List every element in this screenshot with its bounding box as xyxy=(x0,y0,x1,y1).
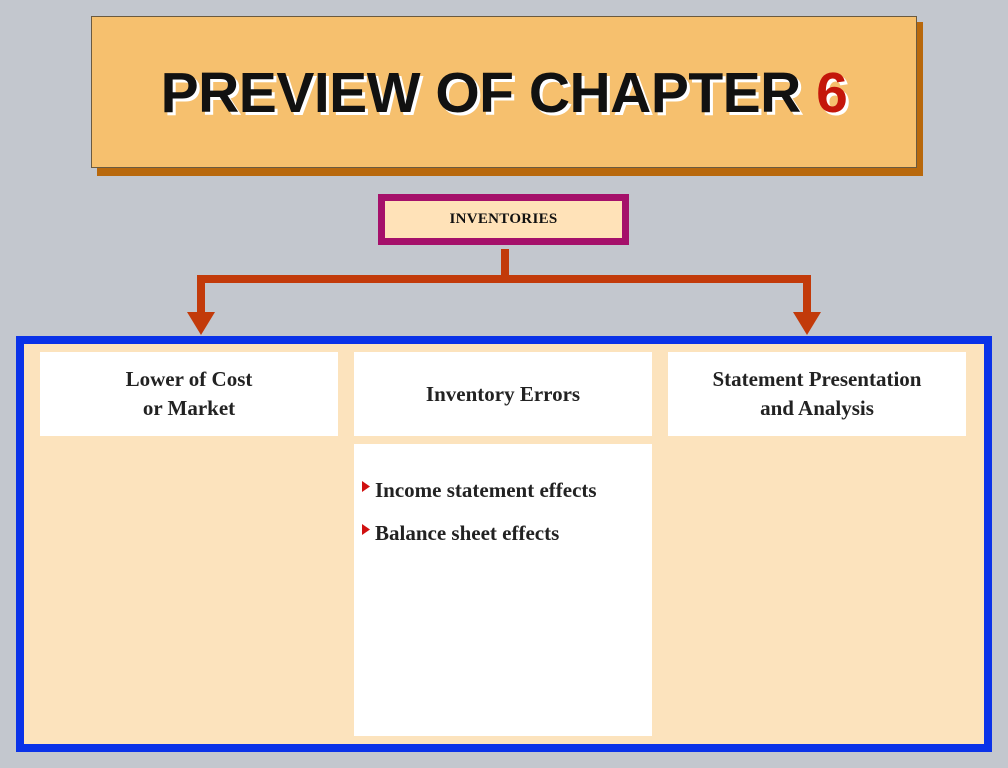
connector-bar xyxy=(197,275,810,283)
triangle-bullet-icon xyxy=(362,521,375,535)
column-header-line: Inventory Errors xyxy=(425,381,581,406)
page-title: PREVIEW OF CHAPTER 6 xyxy=(161,60,848,126)
list-item-text: Balance sheet effects xyxy=(375,521,560,545)
root-node-label: INVENTORIES xyxy=(449,211,558,227)
chapter-number: 6 xyxy=(816,61,848,125)
column-header-line: and Analysis xyxy=(760,396,874,420)
list-item: Income statement effects xyxy=(362,478,597,521)
column-header-line: Lower of Cost xyxy=(125,367,253,391)
column-header-line: or Market xyxy=(142,396,236,420)
title-banner: PREVIEW OF CHAPTER 6 xyxy=(91,16,917,168)
list-item-text: Income statement effects xyxy=(375,478,597,502)
connector-lines xyxy=(187,249,821,335)
column-header-lower-of-cost: Lower of Cost or Market xyxy=(40,352,338,436)
arrow-down-icon xyxy=(187,312,215,335)
triangle-bullet-icon xyxy=(362,478,375,492)
connector-left-drop xyxy=(197,275,205,315)
root-node: INVENTORIES xyxy=(378,194,629,245)
bullet-list: Income statement effects Balance sheet e… xyxy=(362,478,597,564)
topics-panel: Lower of Cost or Market Inventory Errors… xyxy=(16,336,992,752)
column-header-inventory-errors: Inventory Errors xyxy=(354,352,652,436)
title-text: PREVIEW OF CHAPTER xyxy=(160,61,817,125)
column-header-statement-presentation: Statement Presentation and Analysis xyxy=(668,352,966,436)
list-item: Balance sheet effects xyxy=(362,521,597,564)
column-header-line: Statement Presentation xyxy=(712,367,922,391)
connector-stem xyxy=(501,249,509,279)
column-body-inventory-errors: Income statement effects Balance sheet e… xyxy=(354,444,652,736)
connector-right-drop xyxy=(803,275,811,315)
arrow-down-icon xyxy=(793,312,821,335)
